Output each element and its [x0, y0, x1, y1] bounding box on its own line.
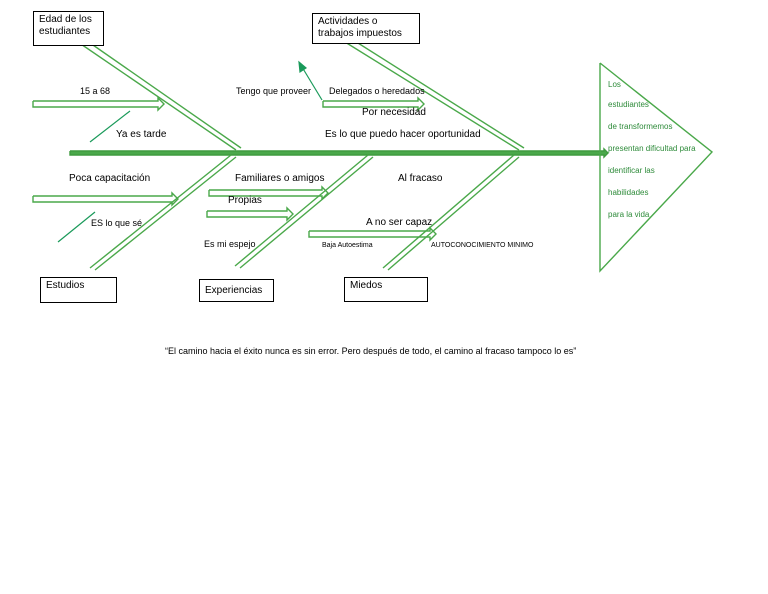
spine-arrow: [69, 147, 609, 159]
arrow-delegados: [322, 96, 425, 112]
line-ya-es-tarde: [89, 110, 131, 143]
cause-label: Por necesidad: [362, 107, 426, 118]
category-box-estudios: Estudios: [40, 277, 117, 303]
cause-label: Ya es tarde: [116, 129, 167, 140]
arrow-no-ser-capaz: [308, 226, 437, 242]
arrow-familiares: [208, 185, 329, 201]
arrow-poca-capacitacion: [32, 191, 179, 207]
effect-line: de transformemos: [608, 122, 673, 131]
bone-actividades-top: [344, 41, 520, 151]
effect-line: presentan dificultad para: [608, 144, 696, 153]
effect-line: para la vida: [608, 210, 650, 219]
category-box-actividades: Actividades o trabajos impuestos: [312, 13, 420, 44]
effect-line: Los: [608, 80, 621, 89]
cause-label: Es mi espejo: [204, 239, 256, 249]
effect-line: habilidades: [608, 188, 649, 197]
cause-label: ES lo que sé: [91, 218, 143, 228]
arrow-tengo-que-proveer: [301, 66, 323, 101]
category-box-miedos: Miedos: [344, 277, 428, 302]
effect-line: identificar las: [608, 166, 655, 175]
cause-label: Es lo que puedo hacer oportunidad: [325, 129, 481, 140]
quote-text: “El camino hacia el éxito nunca es sin e…: [165, 346, 577, 356]
effect-line: estudiantes: [608, 100, 649, 109]
arrow-15a68: [32, 96, 165, 112]
cause-label: Delegados o heredados: [329, 86, 425, 96]
arrow-propias: [206, 206, 294, 222]
line-es-lo-que-se: [57, 211, 96, 243]
bone-estudios-bottom: [94, 156, 237, 271]
effect-head: [599, 62, 714, 273]
bone-miedos-bottom: [387, 156, 520, 271]
cause-label: Propias: [228, 195, 262, 206]
cause-label: 15 a 68: [80, 86, 111, 96]
category-box-edad: Edad de los estudiantes: [33, 11, 104, 46]
bone-edad-top: [74, 39, 237, 151]
effect-text: Los estudiantes de transformemos present…: [608, 80, 708, 270]
cause-label: Al fracaso: [398, 173, 443, 184]
cause-label: Tengo que proveer: [236, 86, 312, 96]
cause-label: Baja Autoestima: [322, 242, 373, 249]
bone-experiencias-bottom: [239, 156, 374, 269]
cause-label: Poca capacitación: [69, 173, 151, 184]
cause-label: Familiares o amigos: [235, 173, 325, 184]
cause-label: A no ser capaz: [366, 217, 433, 228]
cause-label: AUTOCONOCIMIENTO MINIMO: [431, 242, 534, 249]
category-box-experiencias: Experiencias: [199, 279, 274, 302]
